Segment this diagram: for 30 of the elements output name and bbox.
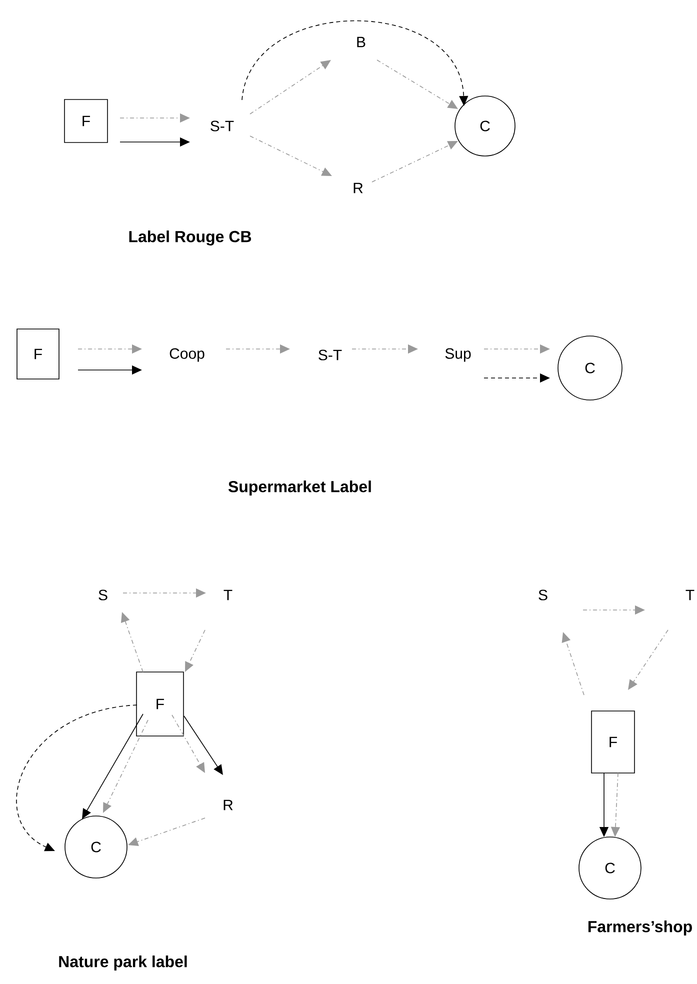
diagram-caption: Farmers’shop [588, 920, 692, 936]
node-label: R [354, 182, 363, 194]
node-box: F [136, 672, 184, 736]
node-label: R [224, 800, 233, 810]
node-label: S [98, 590, 108, 600]
diagram-caption: Nature park label [59, 956, 187, 970]
node-label: S-T [318, 350, 342, 360]
arrow [184, 716, 223, 775]
arrow [628, 630, 668, 690]
node-label: Sup [445, 348, 471, 362]
node-box: F [591, 710, 635, 774]
arrow [16, 704, 138, 852]
arrow [82, 714, 144, 819]
node-label: S-T [210, 120, 234, 132]
arrow [372, 141, 458, 182]
diagram-caption: Label Rouge CB [129, 230, 252, 246]
arrow [185, 630, 206, 672]
arrow [376, 60, 458, 109]
arrow [172, 714, 205, 773]
node-label: Coop [170, 348, 204, 362]
node-box: F [16, 328, 60, 380]
node-label: S [538, 590, 548, 600]
diagram-caption: Supermarket Label [228, 480, 371, 496]
node-box: F [64, 99, 108, 143]
node-label: B [357, 36, 366, 48]
arrow [250, 60, 331, 114]
node-label: T [686, 590, 694, 600]
arrow [103, 720, 148, 813]
arrow [250, 136, 332, 176]
node-label: T [224, 590, 232, 600]
